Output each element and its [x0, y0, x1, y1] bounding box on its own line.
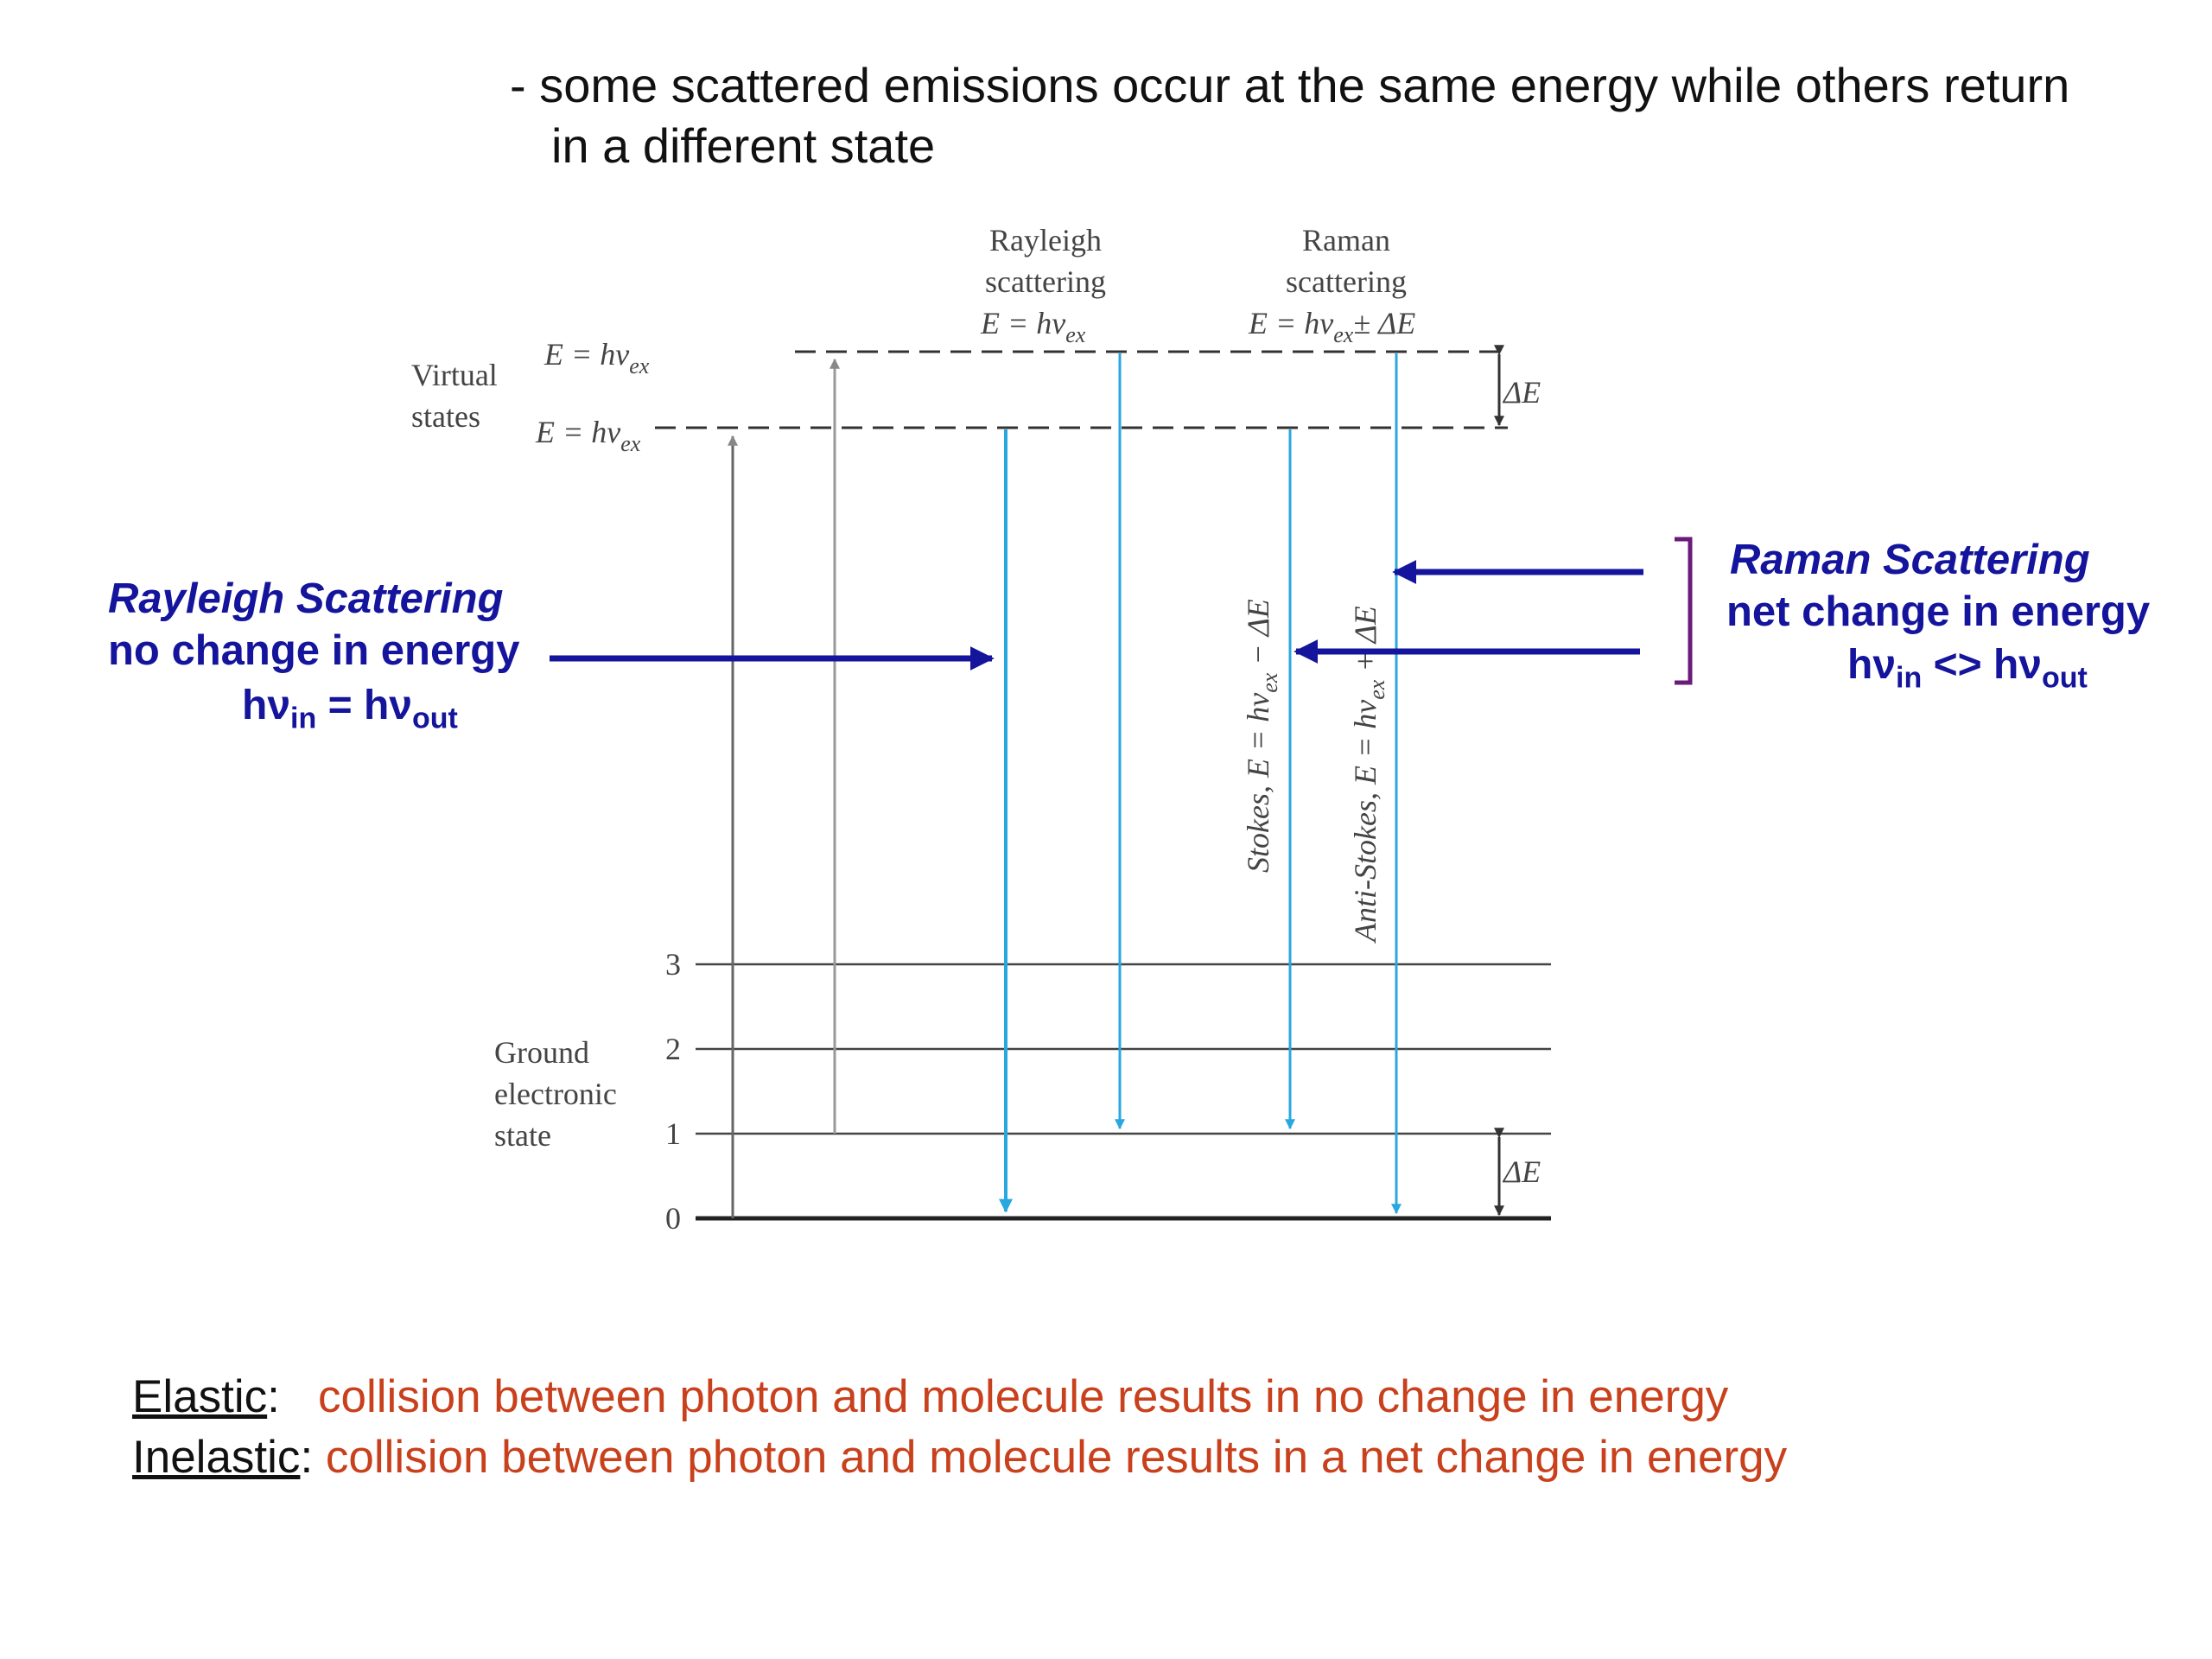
rayleigh-header-line2: scattering [985, 264, 1106, 299]
rayleigh-header-formula: E = hνex [980, 306, 1086, 347]
virtual-label-line2: states [411, 399, 480, 434]
rayleigh-callout: Rayleigh Scattering no change in energy … [108, 575, 557, 736]
level-1-label: 1 [665, 1116, 681, 1151]
definitions: Elastic: collision between photon and mo… [132, 1367, 1787, 1488]
elastic-term: Elastic [132, 1371, 268, 1422]
raman-callout-title: Raman Scattering [1730, 537, 2090, 583]
delta-e-ground-label: ΔE [1502, 1154, 1541, 1189]
raman-header-line2: scattering [1286, 264, 1407, 299]
inelastic-separator: : [300, 1432, 326, 1483]
ground-label-line3: state [494, 1118, 551, 1153]
delta-e-virtual-label: ΔE [1502, 375, 1541, 410]
inelastic-term: Inelastic [132, 1432, 301, 1483]
virtual-upper-label: E = hνex [543, 337, 650, 378]
ground-label-line2: electronic [494, 1077, 617, 1111]
raman-callout-formula: hνin <> hνout [1847, 642, 2088, 695]
inelastic-definition: Inelastic: collision between photon and … [132, 1427, 1787, 1488]
raman-bracket [1675, 537, 1693, 685]
rayleigh-callout-formula: hνin = hνout [242, 683, 458, 735]
rayleigh-callout-subtitle: no change in energy [108, 627, 520, 674]
level-3-label: 3 [665, 947, 681, 982]
inelastic-description: collision between photon and molecule re… [325, 1432, 1788, 1483]
raman-callout: Raman Scattering net change in energy hν… [1726, 536, 2193, 696]
elastic-separator: : [267, 1371, 319, 1422]
rayleigh-callout-title: Rayleigh Scattering [108, 575, 504, 622]
level-0-label: 0 [665, 1201, 681, 1236]
ground-label-line1: Ground [494, 1035, 589, 1070]
intro-line-2: in a different state [551, 118, 936, 173]
anti-stokes-label: Anti-Stokes, E = hνex + ΔE [1348, 606, 1389, 944]
intro-line-1: - some scattered emissions occur at the … [510, 58, 2070, 112]
rayleigh-header-line1: Rayleigh [989, 223, 1102, 257]
level-2-label: 2 [665, 1032, 681, 1066]
virtual-label-line1: Virtual [411, 358, 498, 392]
raman-callout-subtitle: net change in energy [1726, 588, 2151, 635]
raman-header-line1: Raman [1302, 223, 1390, 257]
stokes-label: Stokes, E = hνex − ΔE [1241, 599, 1282, 873]
virtual-lower-label: E = hνex [535, 415, 641, 456]
elastic-definition: Elastic: collision between photon and mo… [132, 1367, 1787, 1427]
raman-header-formula: E = hνex± ΔE [1248, 306, 1415, 347]
elastic-description: collision between photon and molecule re… [318, 1371, 1729, 1422]
intro-text: - some scattered emissions occur at the … [510, 55, 2069, 176]
